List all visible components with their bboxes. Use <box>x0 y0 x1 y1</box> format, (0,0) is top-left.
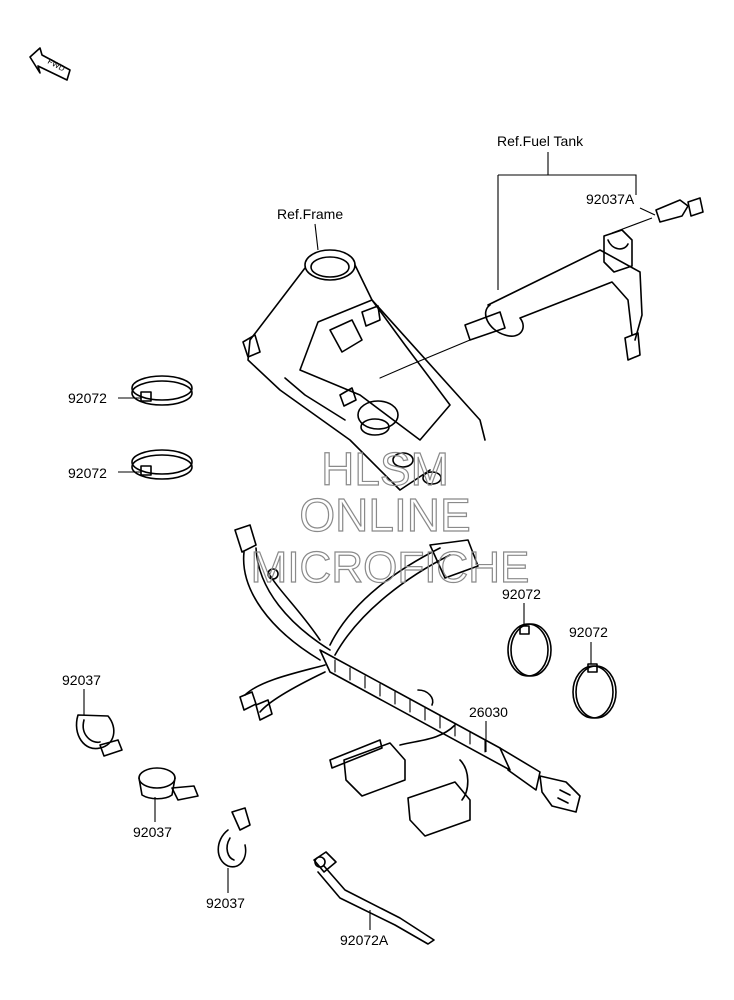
label-92072a: 92072A <box>340 932 389 948</box>
ref-frame-label: Ref.Frame <box>277 206 343 222</box>
harness-26030-drawing <box>234 524 581 837</box>
watermark-line-2: ONLINE <box>299 489 470 541</box>
label-26030: 26030 <box>469 704 508 720</box>
label-92072-upper: 92072 <box>68 390 107 406</box>
label-92037-c: 92037 <box>206 895 245 911</box>
watermark: HLSM ONLINE MICROFICHE <box>250 442 530 592</box>
clamp-a-drawing <box>75 714 123 757</box>
label-92037-a: 92037 <box>62 672 101 688</box>
label-92037-b: 92037 <box>133 824 172 840</box>
label-92072-right-b: 92072 <box>569 624 608 640</box>
fwd-arrow: FWD <box>29 47 71 81</box>
tie-92072a-drawing <box>313 851 435 945</box>
clamp-b-drawing <box>138 767 199 801</box>
band-right-a-drawing <box>507 623 552 677</box>
label-92072-lower: 92072 <box>68 465 107 481</box>
leader-lines <box>83 152 656 930</box>
fuel-tank-bracket-drawing <box>379 249 643 379</box>
clamp-c-drawing <box>217 807 251 868</box>
watermark-line-1: HLSM <box>321 443 449 495</box>
band-upper-drawing <box>131 375 193 406</box>
band-lower-drawing <box>131 449 193 480</box>
label-92037a: 92037A <box>586 191 635 207</box>
label-92072-right-a: 92072 <box>502 586 541 602</box>
ref-fuel-tank-label: Ref.Fuel Tank <box>497 133 584 149</box>
watermark-line-3: MICROFICHE <box>251 543 530 592</box>
band-right-b-drawing <box>572 663 617 719</box>
part-labels: Ref.Frame Ref.Fuel Tank 92037A 92072 920… <box>62 133 635 948</box>
frame-drawing <box>242 249 486 491</box>
bolt-92037a-drawing <box>603 197 704 273</box>
